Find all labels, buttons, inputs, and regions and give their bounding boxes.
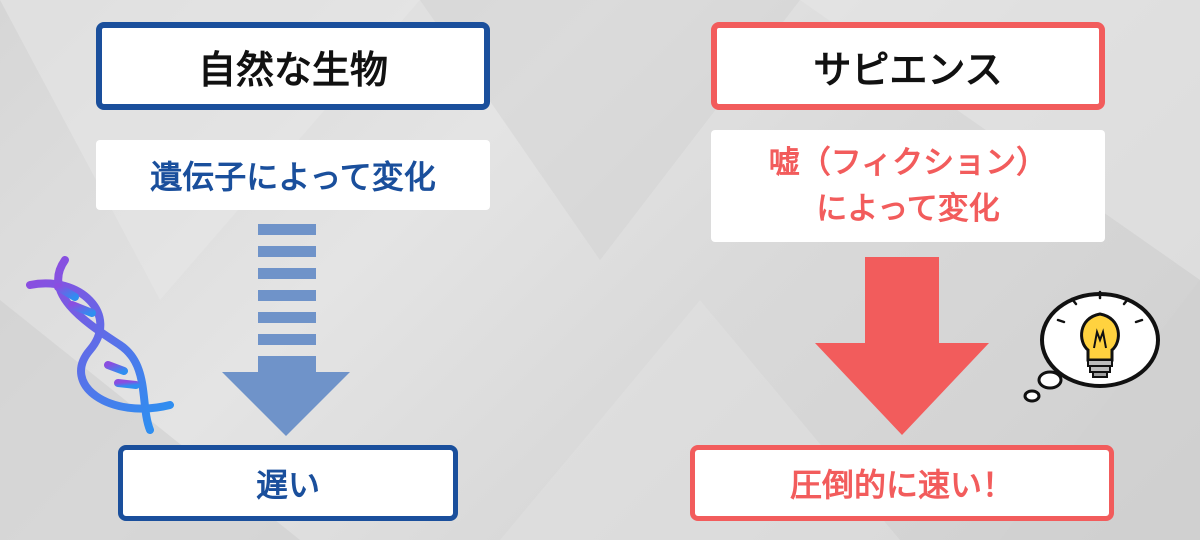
title-natural-organisms-text: 自然な生物	[197, 47, 388, 92]
title-natural-organisms: 自然な生物	[96, 22, 490, 110]
cause-genes-text: 遺伝子によって変化	[150, 158, 436, 196]
result-fast-text: 圧倒的に速い！	[789, 466, 1014, 504]
cause-genes-box: 遺伝子によって変化	[96, 140, 490, 210]
result-slow-box: 遅い	[118, 445, 458, 521]
title-sapiens-text: サピエンス	[813, 47, 1003, 92]
cause-fiction-line2: によって変化	[816, 191, 1000, 227]
striped-down-arrow	[222, 224, 350, 436]
title-sapiens: サピエンス	[711, 22, 1105, 110]
result-fast-box: 圧倒的に速い！	[690, 445, 1114, 521]
result-slow-text: 遅い	[255, 466, 320, 504]
cause-fiction-line1: 嘘（フィクション）	[768, 145, 1048, 181]
cause-fiction-box: 嘘（フィクション） によって変化	[711, 130, 1105, 242]
dna-icon	[26, 256, 174, 434]
solid-down-arrow	[815, 257, 989, 435]
lightbulb-thought-icon	[1023, 290, 1160, 403]
